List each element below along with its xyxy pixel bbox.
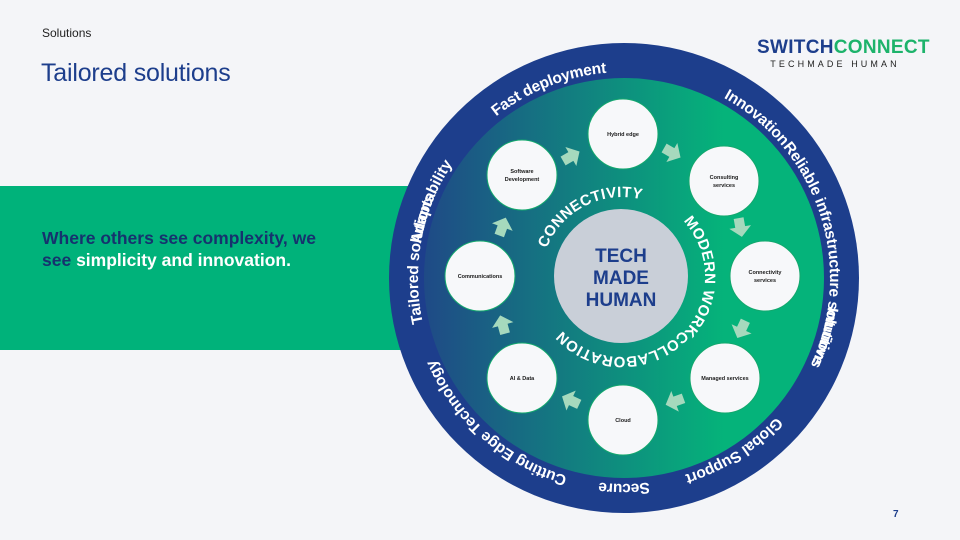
logo-wordmark: SWITCHCONNECT [757, 37, 929, 58]
flow-arrow-icon [731, 318, 752, 338]
page-number: 7 [893, 509, 899, 520]
outer-value-secure: Secure [597, 478, 651, 497]
service-node: Managed services [689, 342, 761, 414]
page-title: Tailored solutions [41, 59, 231, 87]
service-node-label: Communications [458, 274, 503, 280]
flow-arrow-icon [492, 217, 513, 238]
section-label: Solutions [42, 26, 92, 40]
flow-arrow-icon [665, 391, 686, 412]
center-text-line: MADE [593, 268, 649, 289]
service-node-label: services [754, 278, 776, 284]
service-node-label: Connectivity [748, 270, 782, 276]
hero-tagline: Where others see complexity, we see simp… [42, 227, 342, 271]
hero-band [0, 186, 420, 350]
service-node-label: services [713, 183, 735, 189]
service-node: Consulting services [688, 145, 760, 217]
service-node-label: Hybrid edge [607, 132, 639, 138]
logo-tagline: TECHMADE HUMAN [770, 59, 900, 69]
service-node-circle [587, 98, 659, 170]
service-node-circle [486, 139, 558, 211]
service-node-label: Cloud [615, 418, 631, 424]
flow-arrow-icon [661, 142, 681, 163]
service-node: Communications [444, 240, 516, 312]
center-text-line: TECH [595, 246, 647, 267]
flow-arrow-icon [562, 390, 582, 411]
service-node-label: Development [505, 177, 540, 183]
service-node-label: Software [510, 169, 533, 175]
hero-text-dark: Where others see complexity, we see [42, 228, 316, 270]
service-node-circle [486, 342, 558, 414]
flow-arrow-icon [560, 146, 580, 167]
brand-logo: SWITCHCONNECT TECHMADE HUMAN [757, 37, 929, 70]
service-node-circle [729, 240, 801, 312]
service-node-label: AI & Data [510, 376, 535, 382]
hero-text-highlight: simplicity and innovation. [76, 250, 291, 270]
logo-word-switch: SWITCH [757, 37, 834, 58]
service-node: Cloud [587, 384, 659, 456]
service-node-circle [444, 240, 516, 312]
center-circle [554, 209, 688, 343]
service-node: Connectivity services [729, 240, 801, 312]
service-node-label: Consulting [710, 175, 739, 181]
center-text-line: HUMAN [586, 290, 657, 311]
service-node-circle [688, 145, 760, 217]
service-node-label: Managed services [701, 376, 748, 382]
service-node: Hybrid edge [587, 98, 659, 170]
service-node-circle [689, 342, 761, 414]
flow-arrow-icon [729, 217, 752, 237]
service-node-circle [587, 384, 659, 456]
flow-arrow-icon [492, 315, 514, 336]
logo-word-connect: CONNECT [833, 37, 930, 58]
service-node: AI & Data [486, 342, 558, 414]
